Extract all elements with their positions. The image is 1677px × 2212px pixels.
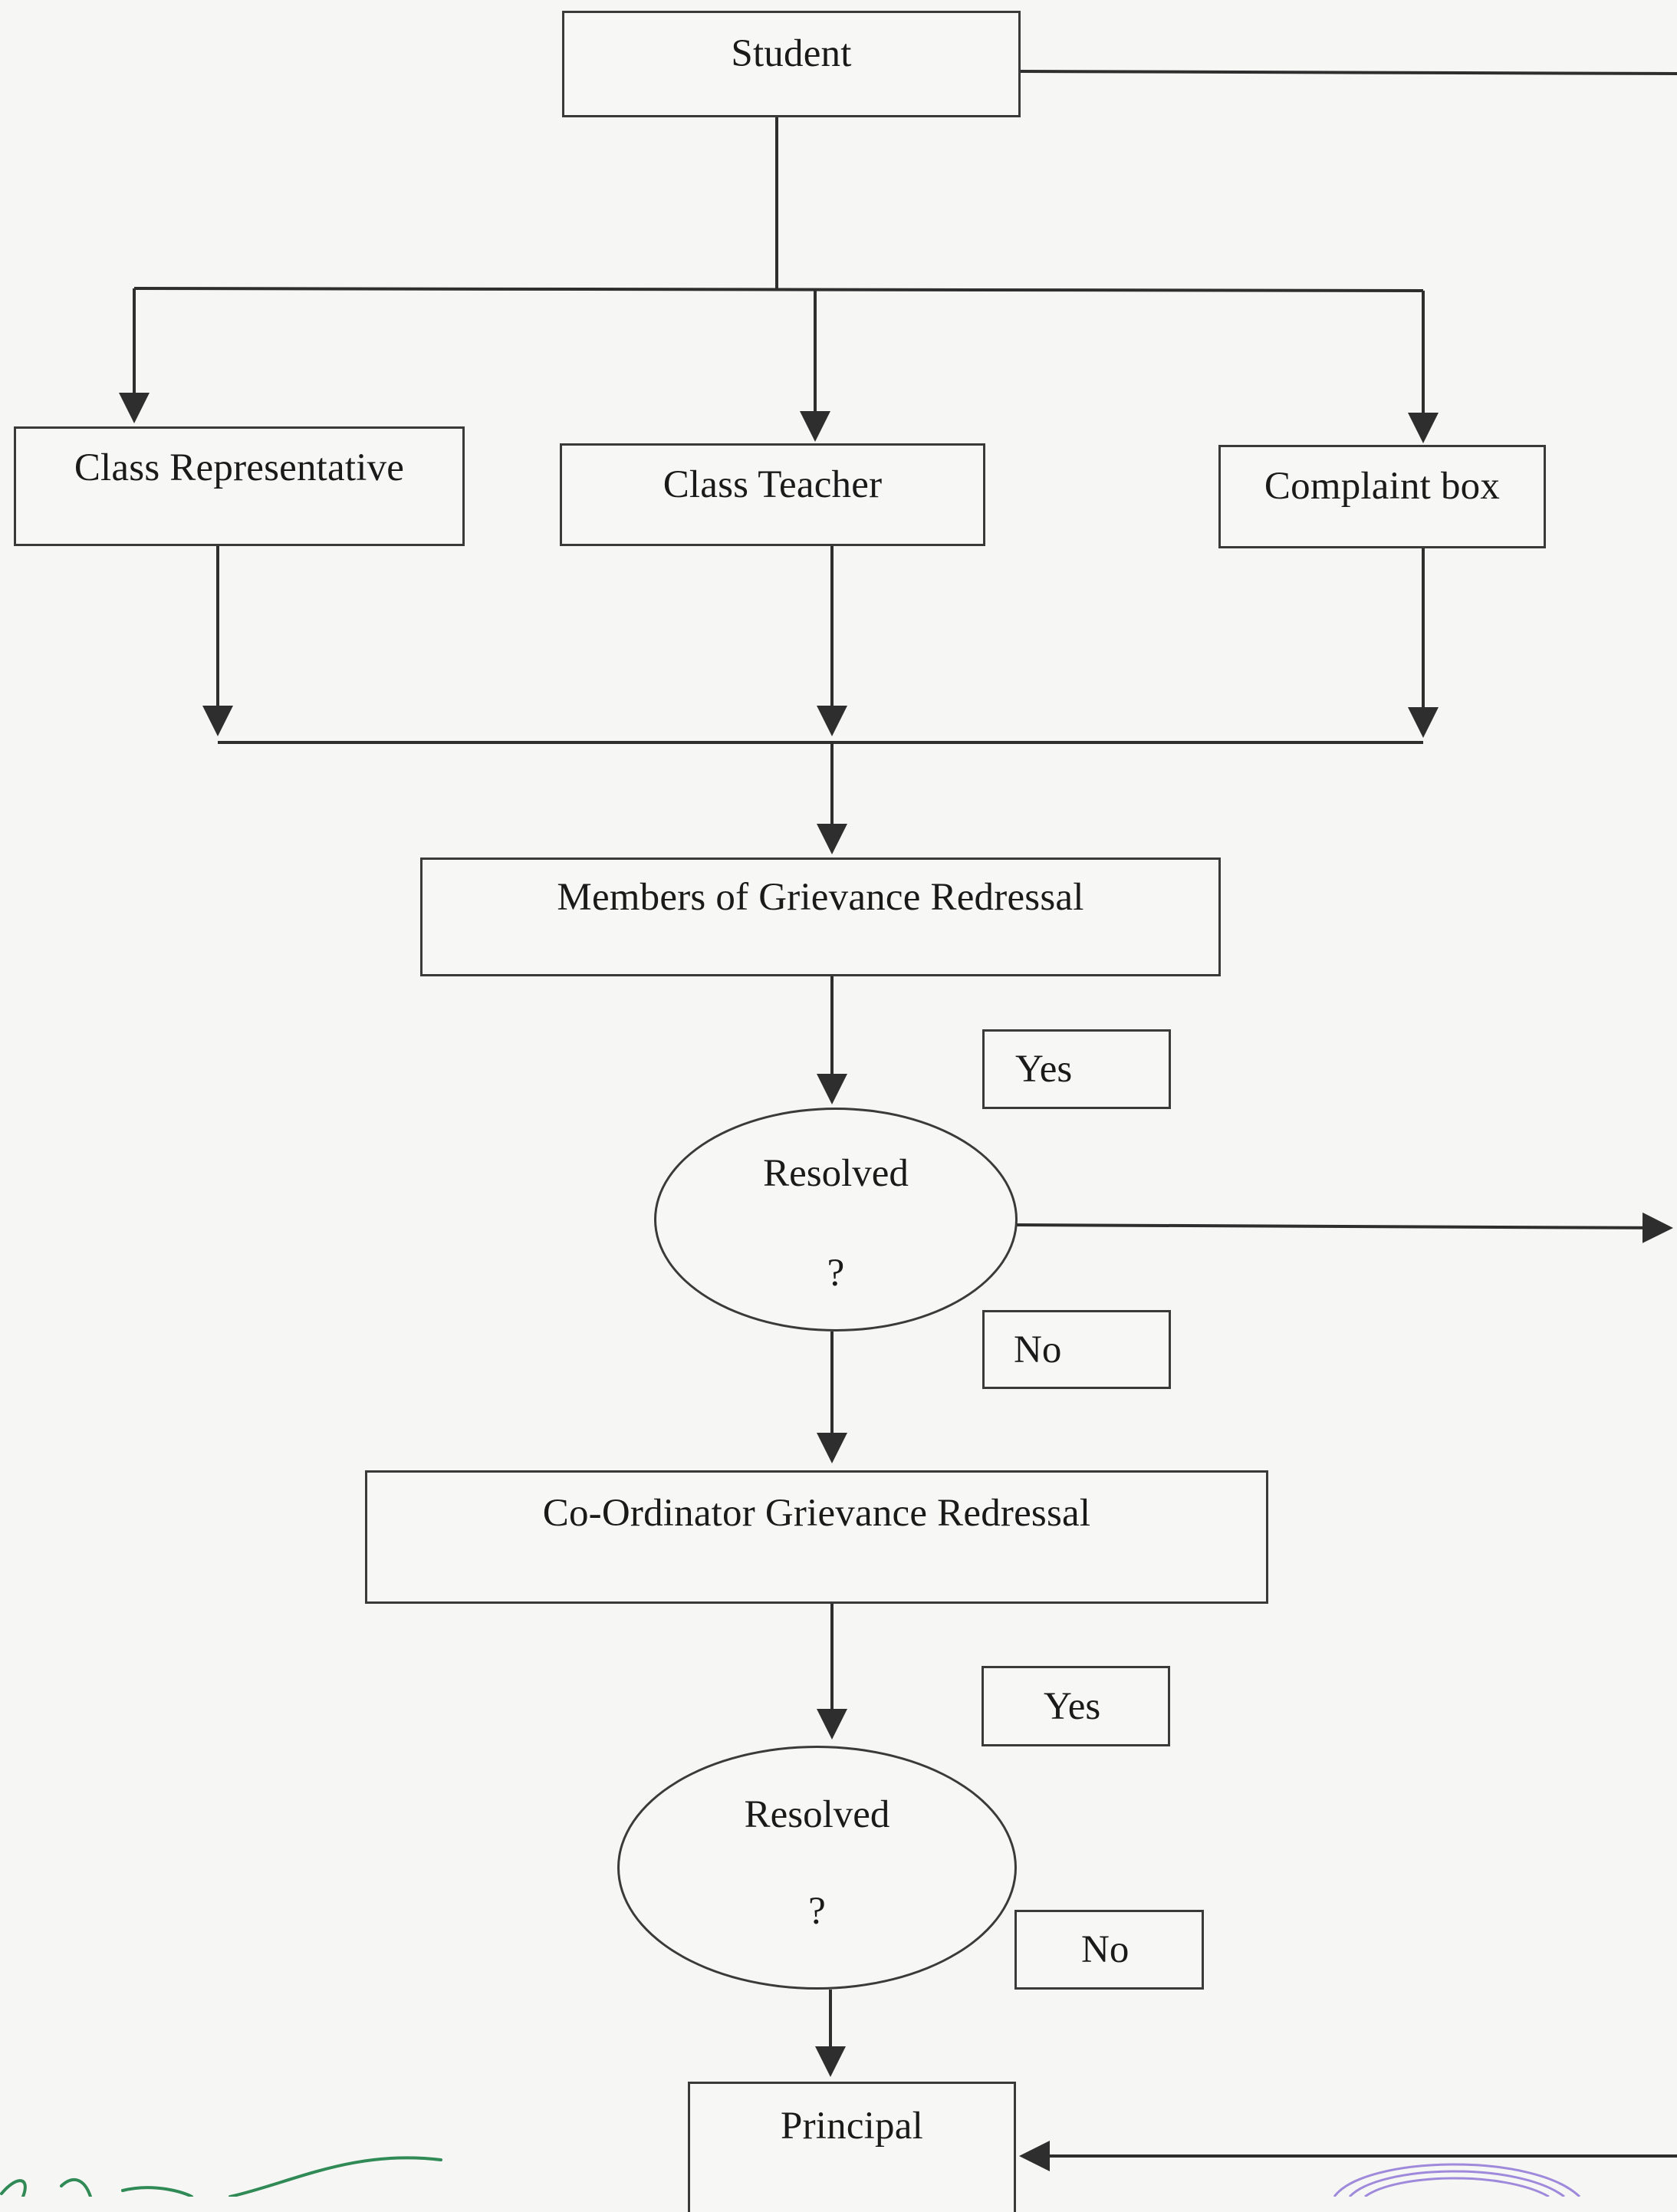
no-text-2: No — [1081, 1928, 1130, 1971]
resolved-decision-1: Resolved ? — [654, 1108, 1018, 1331]
branch-horizontal — [133, 287, 1424, 292]
resolved-2-question: ? — [808, 1890, 826, 1933]
yes-label-1: Yes — [982, 1029, 1171, 1109]
circular-stamp — [1333, 2163, 1581, 2197]
members-grievance-label: Members of Grievance Redressal — [557, 876, 1084, 919]
student-label: Student — [731, 32, 852, 75]
members-grievance-node: Members of Grievance Redressal — [420, 857, 1221, 976]
student-right-connector — [1020, 70, 1677, 75]
class-representative-node: Class Representative — [14, 426, 465, 546]
class-teacher-label: Class Teacher — [663, 463, 883, 506]
resolved-1-question: ? — [827, 1252, 845, 1295]
principal-label: Principal — [781, 2105, 923, 2148]
resolved-decision-2: Resolved ? — [617, 1746, 1017, 1990]
handwritten-signature — [0, 2156, 442, 2197]
resolved-1-yes-arrow — [1014, 1212, 1673, 1243]
principal-node: Principal — [688, 2082, 1016, 2212]
class-teacher-node: Class Teacher — [560, 443, 985, 546]
yes-text-1: Yes — [1015, 1048, 1073, 1091]
no-label-2: No — [1014, 1910, 1204, 1990]
complaint-box-label: Complaint box — [1264, 465, 1501, 508]
no-text-1: No — [1014, 1328, 1062, 1371]
coordinator-grievance-label: Co-Ordinator Grievance Redressal — [542, 1492, 1091, 1535]
yes-label-2: Yes — [982, 1666, 1170, 1746]
class-representative-label: Class Representative — [74, 446, 405, 489]
resolved-1-text: Resolved — [763, 1152, 909, 1195]
student-node: Student — [562, 11, 1021, 117]
coordinator-grievance-node: Co-Ordinator Grievance Redressal — [365, 1470, 1268, 1604]
yes-text-2: Yes — [1044, 1684, 1101, 1728]
complaint-box-node: Complaint box — [1218, 445, 1546, 548]
no-label-1: No — [982, 1310, 1171, 1389]
resolved-2-text: Resolved — [744, 1793, 890, 1836]
